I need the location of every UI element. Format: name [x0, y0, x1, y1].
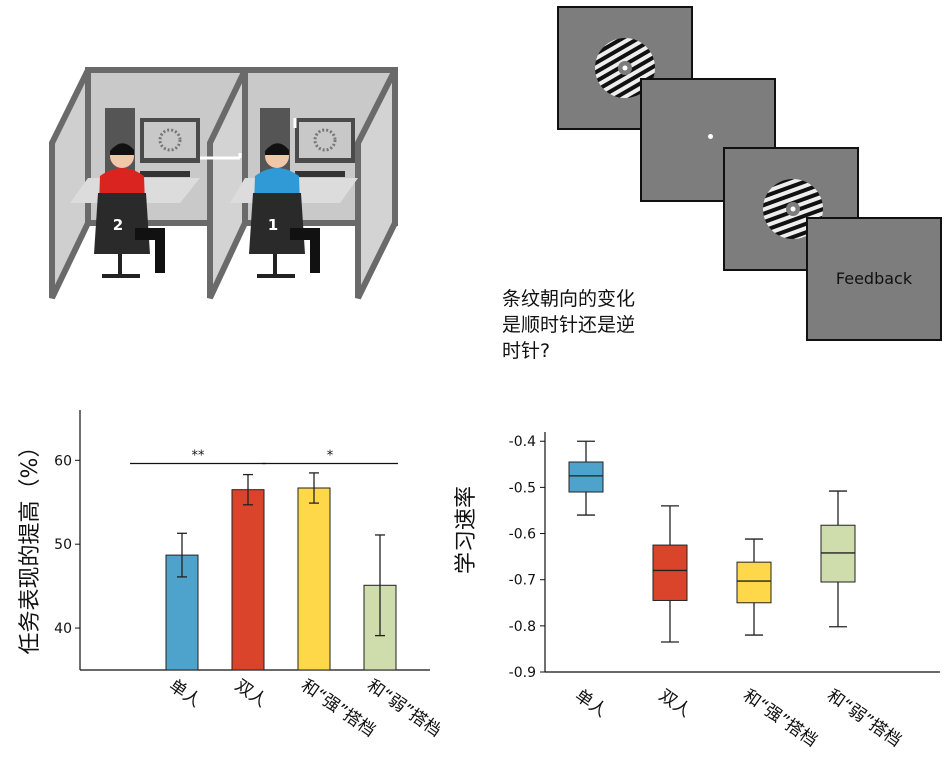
participant-1-number: 1 [268, 216, 278, 234]
box-category-label: 双人 [655, 686, 694, 722]
significance-label: * [327, 448, 334, 463]
box [736, 561, 772, 604]
bar-chart-ylabel: 任务表现的提高（%） [18, 435, 43, 655]
participant-2: 2 [94, 143, 165, 278]
question-text: 条纹朝向的变化 是顺时针还是逆 时针? [502, 288, 636, 362]
box-category-label: 和“强”搭档 [739, 686, 821, 751]
box-plot: -0.4 -0.5 -0.6 -0.7 -0.8 -0.9 单人 双人 和“强”搭档和“弱”搭档 [509, 432, 940, 751]
box-y-tick-label: -0.4 [509, 434, 536, 450]
bar-category-label: 和“弱”搭档 [363, 676, 440, 741]
box [820, 524, 856, 583]
box-plot-ylabel: 学习速率 [454, 486, 479, 575]
box [652, 544, 688, 601]
feedback-label: Feedback [835, 269, 913, 288]
box-y-tick-label: -0.8 [509, 619, 536, 635]
bar-category-label: 单人 [165, 676, 204, 712]
stimulus-screen-1 [557, 6, 693, 130]
bar-y-tick-label: 60 [54, 453, 72, 469]
bar-chart: 405060单人双人和“强”搭档和“弱”搭档*** [54, 410, 440, 741]
cubicle-illustration: 2 1 [49, 67, 398, 300]
box [568, 461, 604, 493]
bar-category-label: 双人 [231, 676, 270, 712]
feedback-screen: Feedback [806, 217, 942, 341]
box-category-label: 单人 [571, 686, 610, 722]
box-y-tick-label: -0.5 [509, 480, 536, 496]
participant-2-number: 2 [113, 216, 123, 234]
bar-category-label: 和“强”搭档 [297, 676, 379, 741]
participant-1: 1 [249, 143, 320, 278]
box-y-tick-label: -0.9 [509, 665, 536, 681]
bar [231, 489, 265, 671]
box-y-tick-label: -0.6 [509, 527, 536, 543]
bar-y-tick-label: 40 [54, 621, 72, 637]
bar [297, 487, 331, 671]
bar-y-tick-label: 50 [54, 537, 72, 553]
significance-label: ** [192, 448, 206, 463]
fixation-dot-icon [708, 134, 713, 139]
box-category-label: 和“弱”搭档 [823, 686, 905, 751]
box-y-tick-label: -0.7 [509, 573, 536, 589]
